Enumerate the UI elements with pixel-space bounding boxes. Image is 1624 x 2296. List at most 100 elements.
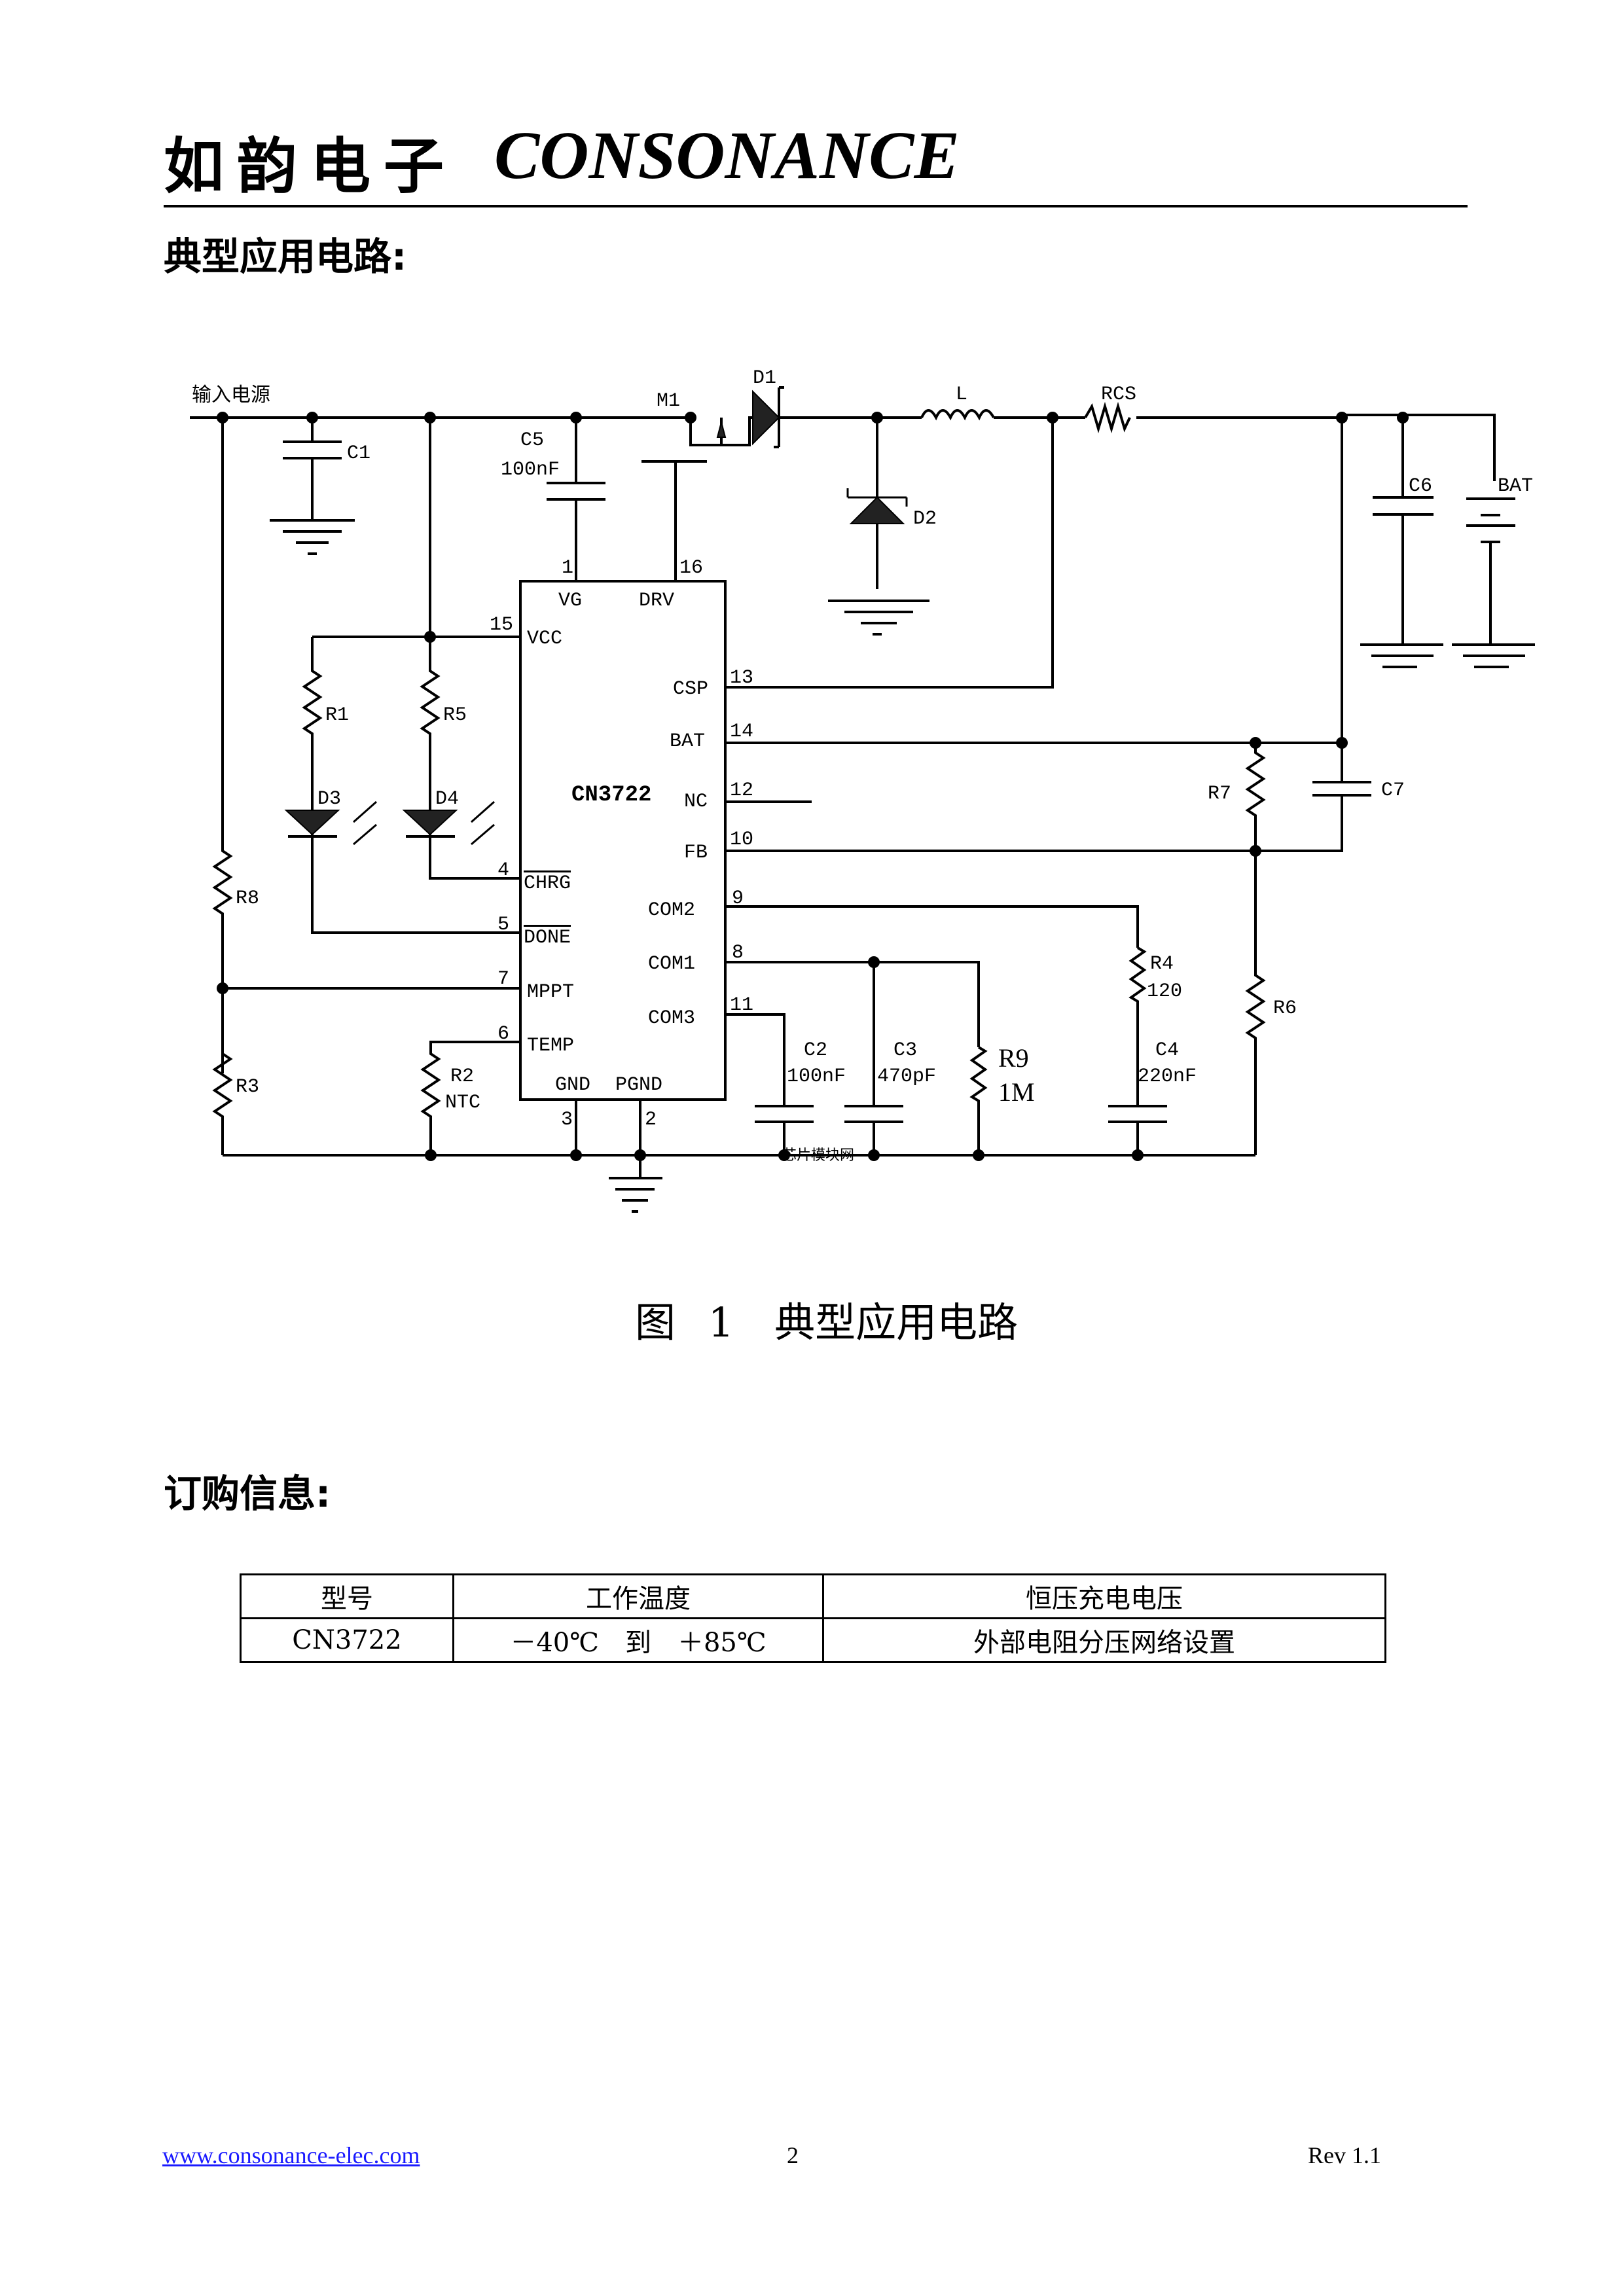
label-r7: R7 bbox=[1208, 783, 1231, 805]
pin-num-15: 15 bbox=[490, 614, 513, 636]
label-c1: C1 bbox=[347, 442, 370, 465]
label-r2: R2 bbox=[450, 1066, 474, 1088]
label-r9: R9 bbox=[998, 1043, 1029, 1073]
table-row: CN3722 －40℃ 到 ＋85℃ 外部电阻分压网络设置 bbox=[240, 1617, 1386, 1663]
value-r2: NTC bbox=[445, 1092, 480, 1114]
led-d4-line bbox=[429, 831, 520, 880]
label-bat: BAT bbox=[1498, 475, 1533, 497]
pin-num-3: 3 bbox=[561, 1109, 573, 1131]
pin-num-2: 2 bbox=[645, 1109, 657, 1131]
label-m1: M1 bbox=[657, 390, 680, 412]
header-model: 型号 bbox=[240, 1573, 454, 1619]
input-power-label: 输入电源 bbox=[192, 384, 270, 406]
label-d1: D1 bbox=[753, 367, 776, 389]
ground-c1 bbox=[270, 519, 355, 555]
label-c4: C4 bbox=[1155, 1039, 1179, 1062]
pin-num-16: 16 bbox=[679, 557, 703, 579]
watermark-text: 芯片模块网 bbox=[782, 1147, 854, 1164]
cell-operating-temp: －40℃ 到 ＋85℃ bbox=[452, 1617, 824, 1663]
pin-num-9: 9 bbox=[732, 888, 744, 910]
inductor-l-symbol bbox=[920, 409, 995, 421]
resistor-r1-symbol bbox=[302, 637, 323, 831]
wire-csp bbox=[725, 418, 1054, 689]
table-header-row: 型号 工作温度 恒压充电电压 bbox=[240, 1573, 1386, 1619]
pin-num-7: 7 bbox=[497, 968, 509, 990]
junction-dots bbox=[217, 412, 1409, 1161]
pin-name-csp: CSP bbox=[673, 678, 708, 700]
pin-num-11: 11 bbox=[730, 994, 753, 1016]
label-c2: C2 bbox=[804, 1039, 827, 1062]
label-c7: C7 bbox=[1381, 780, 1405, 802]
ic-cn3722-body bbox=[519, 580, 727, 1101]
value-c3: 470pF bbox=[877, 1066, 936, 1088]
led-d3-triangle bbox=[284, 810, 340, 836]
pin-name-mppt: MPPT bbox=[527, 981, 574, 1003]
zener-d2-bar bbox=[846, 488, 908, 507]
wire-com2 bbox=[725, 905, 1139, 948]
label-rcs: RCS bbox=[1101, 384, 1136, 406]
label-r8: R8 bbox=[236, 888, 259, 910]
resistor-r2-symbol bbox=[420, 1041, 520, 1155]
battery-symbol bbox=[1466, 497, 1515, 645]
value-c5: 100nF bbox=[501, 459, 560, 481]
pin-name-vcc: VCC bbox=[527, 628, 562, 650]
resistor-r7-symbol bbox=[1245, 743, 1266, 851]
capacitor-c5-symbol bbox=[547, 418, 605, 581]
resistor-r4-symbol bbox=[1128, 946, 1147, 1106]
brand-chinese-name: 如韵电子 bbox=[164, 131, 458, 202]
ground-bat bbox=[1452, 643, 1535, 668]
capacitor-c1-symbol bbox=[283, 418, 342, 520]
ground-d2 bbox=[828, 600, 929, 636]
pin-name-chrg: CHRG bbox=[524, 872, 571, 895]
pin-name-temp: TEMP bbox=[527, 1035, 574, 1057]
pin-name-drv: DRV bbox=[639, 590, 674, 612]
wire-com1 bbox=[725, 961, 980, 1047]
led-d3-emission-icon bbox=[353, 800, 377, 846]
capacitor-c3-symbol bbox=[844, 962, 903, 1155]
header-operating-temp: 工作温度 bbox=[452, 1573, 824, 1619]
revision-label: Rev 1.1 bbox=[1308, 2142, 1381, 2168]
resistor-rcs-symbol bbox=[1084, 401, 1131, 434]
capacitor-c6-symbol bbox=[1373, 418, 1434, 645]
label-d2: D2 bbox=[913, 508, 937, 530]
label-r6: R6 bbox=[1273, 997, 1297, 1020]
pin-num-8: 8 bbox=[732, 942, 744, 964]
label-r3: R3 bbox=[236, 1076, 259, 1098]
figure-caption: 图 1 典型应用电路 bbox=[635, 1299, 1019, 1346]
pin-name-com3: COM3 bbox=[648, 1007, 695, 1030]
cell-cv-charge-voltage: 外部电阻分压网络设置 bbox=[822, 1617, 1386, 1663]
pin-name-bat: BAT bbox=[670, 730, 705, 753]
wire-vcc bbox=[312, 418, 520, 638]
pin-num-13: 13 bbox=[730, 667, 753, 689]
pin-name-fb: FB bbox=[684, 842, 708, 864]
label-l: L bbox=[956, 384, 967, 406]
label-r1: R1 bbox=[325, 704, 349, 726]
resistor-r5-symbol bbox=[420, 637, 441, 831]
pin-name-done: DONE bbox=[524, 927, 571, 949]
resistor-r3-symbol bbox=[212, 1052, 233, 1155]
ic-part-number: CN3722 bbox=[571, 783, 651, 808]
label-d4: D4 bbox=[435, 788, 459, 810]
header-divider bbox=[164, 205, 1468, 207]
label-c3: C3 bbox=[893, 1039, 917, 1062]
ground-c6 bbox=[1360, 643, 1443, 668]
diode-d2-triangle bbox=[849, 496, 905, 524]
resistor-r6-symbol bbox=[1245, 851, 1266, 1155]
pin-name-gnd: GND bbox=[555, 1074, 590, 1096]
pin-num-12: 12 bbox=[730, 780, 753, 802]
label-c5: C5 bbox=[520, 429, 544, 452]
pin-name-pgnd: PGND bbox=[615, 1074, 662, 1096]
pin-num-1: 1 bbox=[562, 557, 573, 579]
resistor-r8-symbol bbox=[212, 418, 233, 1073]
value-r4: 120 bbox=[1147, 980, 1182, 1003]
ic-pin-labels: VG 1 DRV 16 VCC 15 CSP 13 BAT 14 NC 12 F… bbox=[490, 557, 753, 1131]
pin-name-com2: COM2 bbox=[648, 899, 695, 922]
value-c4: 220nF bbox=[1138, 1066, 1197, 1088]
website-link[interactable]: www.consonance-elec.com bbox=[162, 2142, 420, 2168]
pin-num-14: 14 bbox=[730, 721, 753, 743]
pin-num-10: 10 bbox=[730, 829, 753, 851]
pin-num-6: 6 bbox=[497, 1023, 509, 1045]
page-number: 2 bbox=[787, 2142, 799, 2168]
led-d4-emission-icon bbox=[471, 800, 495, 846]
value-c2: 100nF bbox=[787, 1066, 846, 1088]
